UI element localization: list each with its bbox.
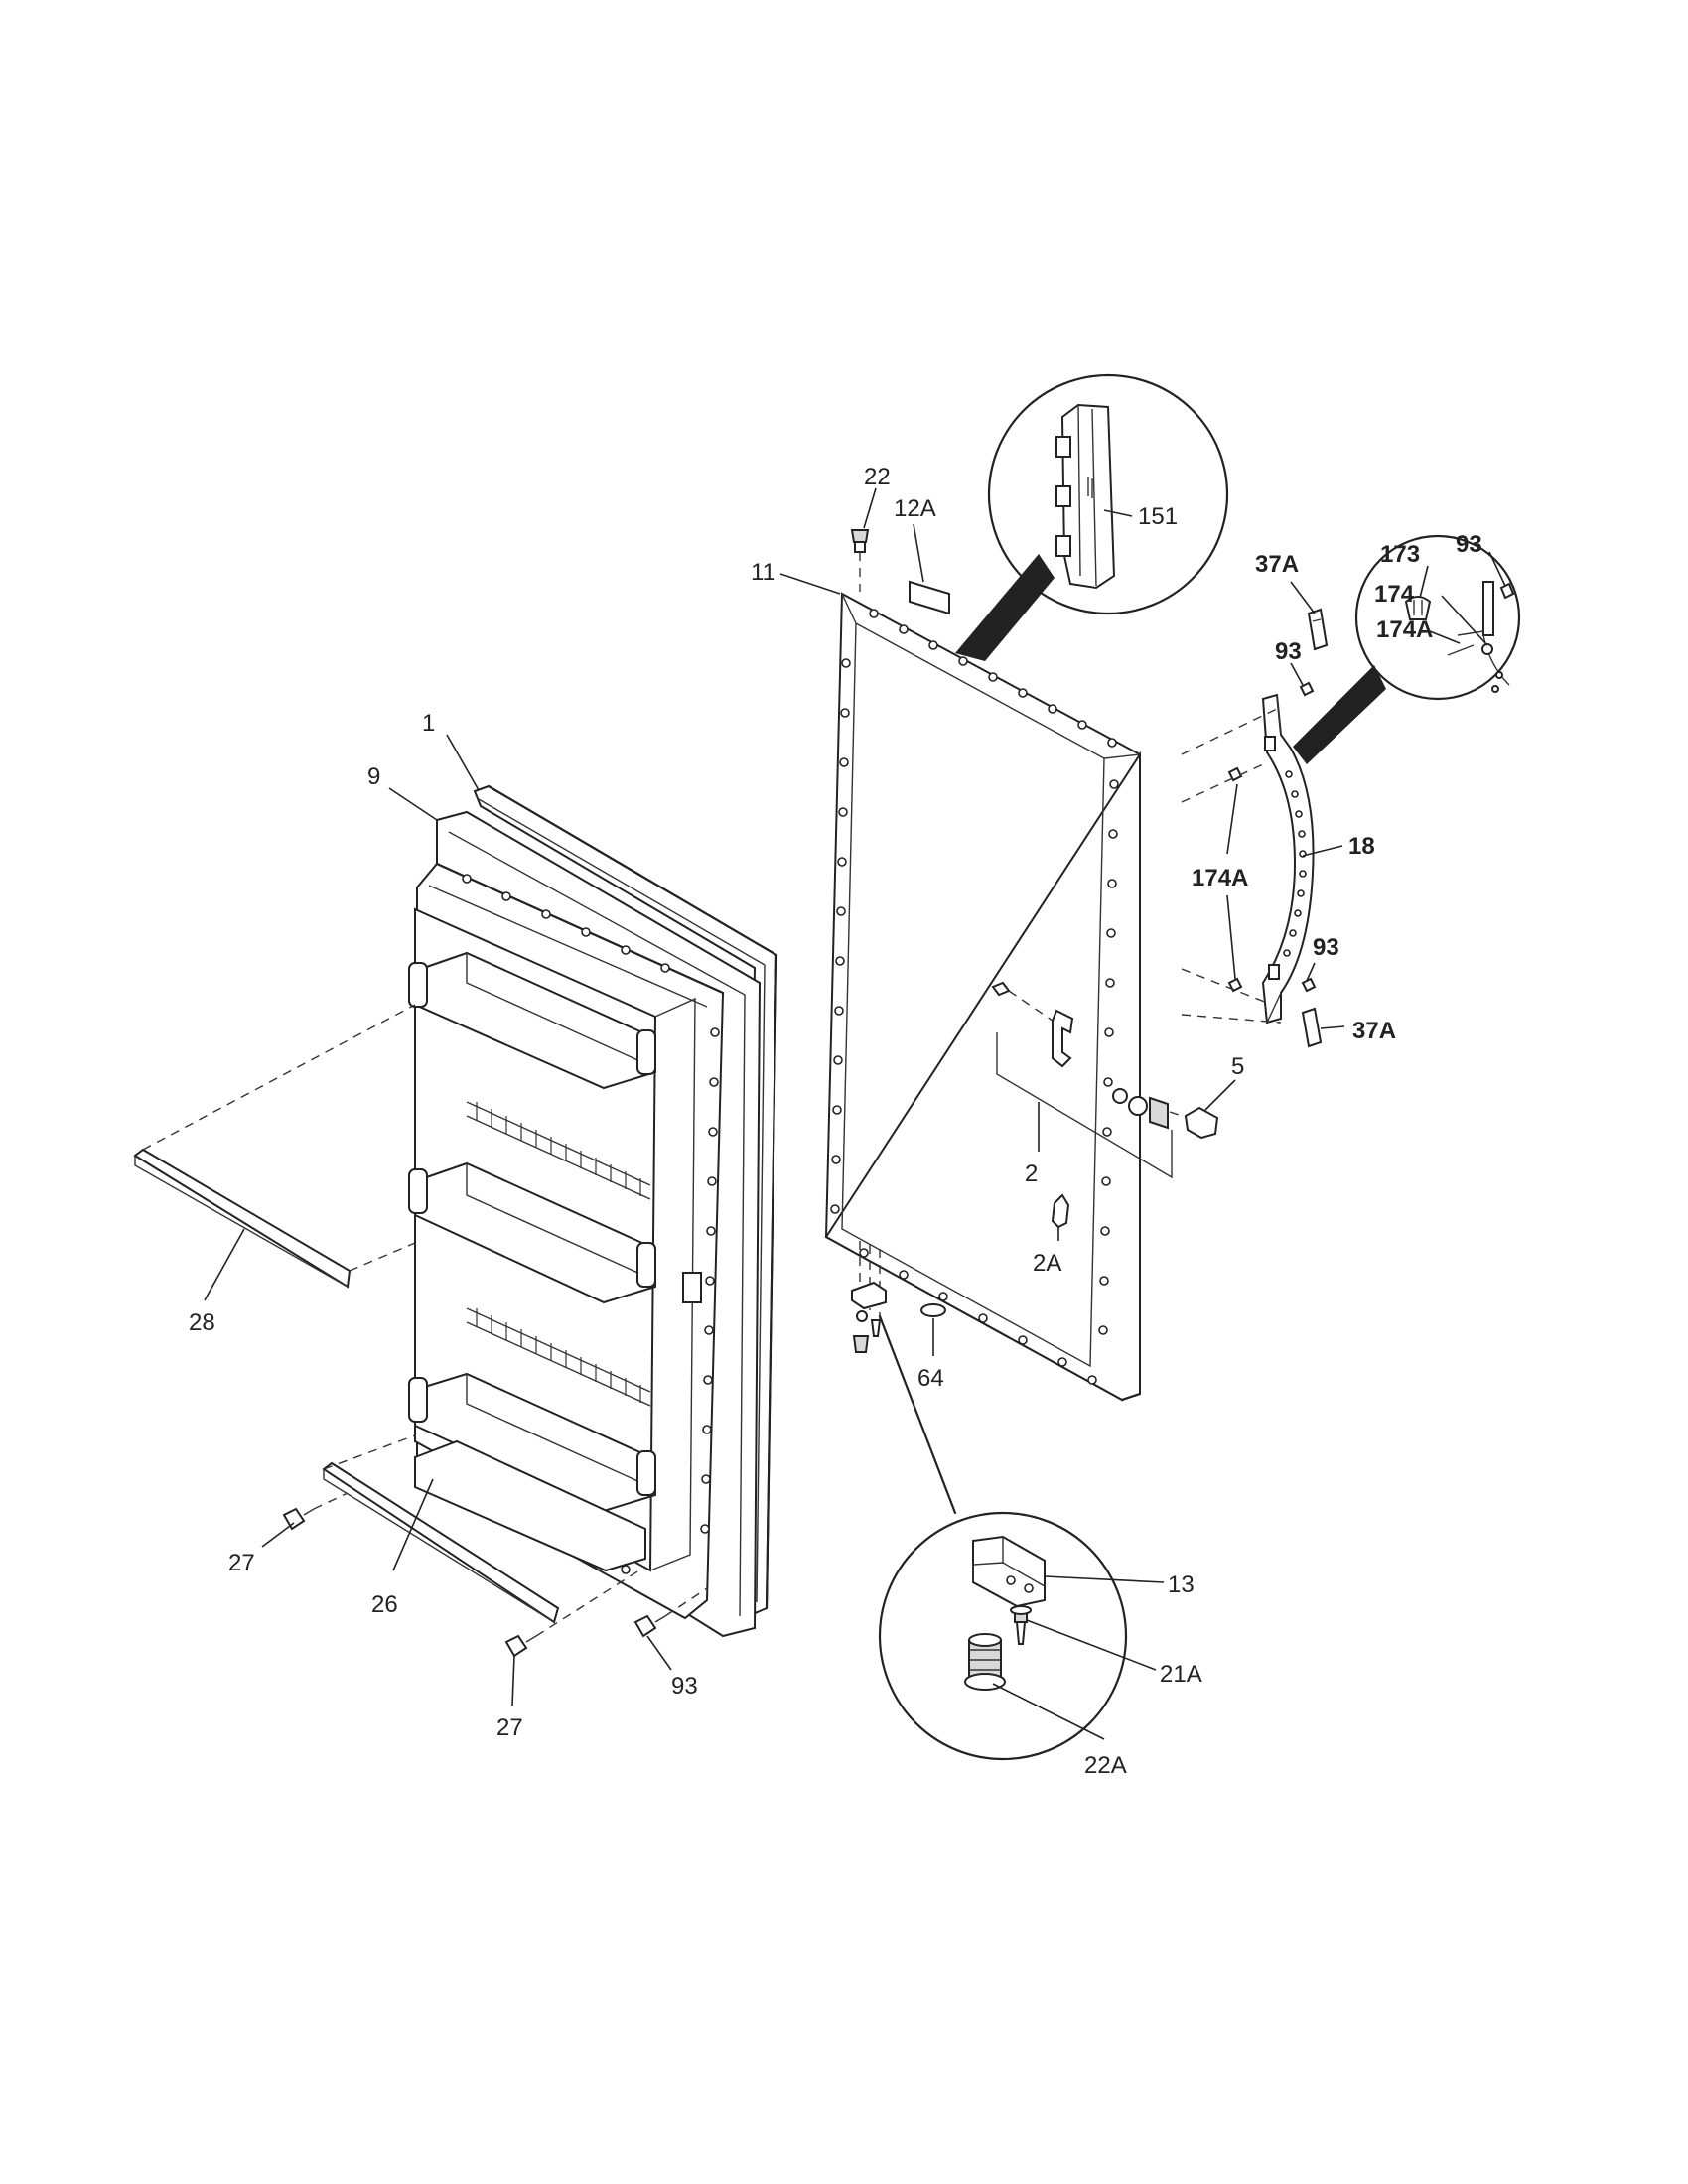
label-93-top: 93 xyxy=(1275,638,1302,665)
label-11: 11 xyxy=(751,559,775,586)
screw-22 xyxy=(850,529,870,592)
detail-circle-151 xyxy=(955,373,1229,661)
label-64: 64 xyxy=(917,1365,944,1392)
shelf-bar-26 xyxy=(322,1461,560,1624)
label-37a-top: 37A xyxy=(1255,551,1299,578)
shelf-bar-28 xyxy=(133,1148,352,1289)
handle-screws xyxy=(1181,681,1317,1024)
label-27-lower: 27 xyxy=(496,1714,523,1741)
label-2a: 2A xyxy=(1033,1250,1061,1277)
end-cap-37a-top xyxy=(1307,608,1329,651)
label-28: 28 xyxy=(189,1309,215,1336)
label-9: 9 xyxy=(367,763,380,790)
label-173: 173 xyxy=(1380,541,1420,568)
detail-circle-hinge xyxy=(878,1314,1128,1761)
label-174: 174 xyxy=(1374,581,1415,608)
label-12a: 12A xyxy=(894,495,936,522)
label-93-detail: 93 xyxy=(1456,531,1482,558)
callout-labels: 1 9 28 27 26 27 93 11 22 12A 151 2 2A 64… xyxy=(189,464,1482,1779)
door-panel-holes xyxy=(830,609,1119,1385)
label-21a: 21A xyxy=(1160,1661,1202,1688)
end-cap-37a-bottom xyxy=(1301,1007,1323,1048)
label-22: 22 xyxy=(864,464,891,490)
label-93-handle: 93 xyxy=(1313,934,1339,961)
bottom-hinge-parts xyxy=(851,1241,887,1353)
handle-grip-ridges xyxy=(1283,770,1307,957)
label-174a-handle: 174A xyxy=(1192,865,1248,891)
label-22a: 22A xyxy=(1084,1752,1127,1779)
strike-lock-assembly xyxy=(991,981,1219,1229)
push-pin-27-lower xyxy=(504,1634,537,1658)
label-12a xyxy=(909,580,950,615)
shelf-end-caps xyxy=(408,962,702,1496)
detail-circle-handle-fasteners xyxy=(1293,534,1521,764)
door-liner-assembly xyxy=(408,784,778,1638)
assembly-lines-left xyxy=(142,1004,708,1637)
label-1: 1 xyxy=(422,710,435,737)
label-26: 26 xyxy=(371,1591,398,1618)
label-93-lower: 93 xyxy=(671,1673,698,1700)
push-pin-27-upper xyxy=(282,1507,315,1531)
label-37a-bottom: 37A xyxy=(1352,1018,1396,1044)
door-handle-18 xyxy=(1261,693,1315,1024)
push-pin-93 xyxy=(633,1614,666,1638)
label-151: 151 xyxy=(1138,503,1178,530)
wire-racks xyxy=(466,1101,651,1407)
label-174a-detail: 174A xyxy=(1376,616,1433,643)
plug-64 xyxy=(920,1303,946,1317)
label-27-upper: 27 xyxy=(228,1550,255,1576)
door-shelves xyxy=(414,951,656,1572)
label-13: 13 xyxy=(1168,1571,1195,1598)
outer-door-panel xyxy=(824,592,1142,1402)
label-2: 2 xyxy=(1025,1160,1038,1187)
label-18: 18 xyxy=(1348,833,1375,860)
label-5: 5 xyxy=(1231,1053,1244,1080)
leader-lines xyxy=(204,487,1506,1740)
